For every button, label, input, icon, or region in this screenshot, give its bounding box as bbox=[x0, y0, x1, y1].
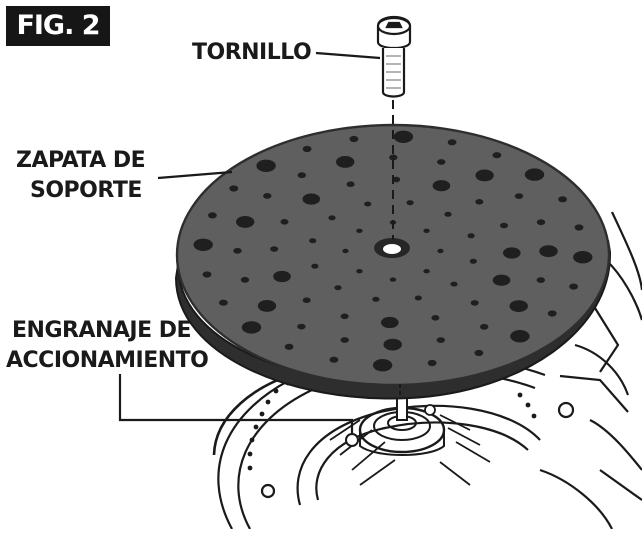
pad-hole bbox=[302, 145, 312, 153]
pad-hole bbox=[389, 154, 398, 161]
pad-hole bbox=[423, 228, 430, 233]
pad-hole bbox=[208, 212, 217, 219]
pad-hole bbox=[236, 216, 255, 228]
pad-hole bbox=[256, 159, 276, 172]
pad-hole bbox=[414, 295, 422, 301]
pad-hole bbox=[392, 176, 401, 183]
pad-hole bbox=[381, 316, 399, 329]
pad-hole bbox=[372, 296, 380, 302]
screw bbox=[376, 15, 412, 98]
pad-hole bbox=[336, 156, 355, 168]
pad-hole bbox=[427, 359, 437, 367]
pad-hole bbox=[470, 300, 479, 306]
pad-hole bbox=[364, 201, 372, 207]
pad-hole bbox=[406, 200, 414, 206]
pad-hole bbox=[219, 299, 228, 306]
backing-pad-label-line2: SOPORTE bbox=[30, 178, 142, 203]
pad-hole bbox=[423, 269, 430, 274]
pad-hole bbox=[389, 277, 397, 282]
pad-hole bbox=[346, 181, 355, 187]
drive-gear-label-line1: ENGRANAJE DE bbox=[12, 318, 192, 343]
pad-hole bbox=[393, 130, 414, 143]
pad-hole bbox=[284, 343, 294, 350]
drive-gear bbox=[345, 395, 446, 456]
pad-leader-line bbox=[157, 170, 233, 180]
pad-hole bbox=[356, 228, 363, 233]
pad-hole bbox=[240, 276, 250, 283]
sander-base bbox=[212, 354, 575, 530]
pad-hole bbox=[334, 285, 342, 291]
figure-label-badge bbox=[6, 6, 110, 46]
pad-hole bbox=[492, 152, 502, 159]
sander-body-edge bbox=[539, 211, 642, 530]
pad-hole bbox=[342, 248, 349, 254]
pad-hole bbox=[475, 199, 484, 205]
pad-hole bbox=[329, 356, 339, 363]
pad-hole bbox=[450, 281, 458, 287]
gear-leader-line bbox=[118, 374, 354, 434]
pad-hole bbox=[302, 297, 311, 304]
pad-hole bbox=[241, 321, 262, 334]
screw-leader-line bbox=[315, 51, 381, 60]
pad-hole bbox=[431, 315, 440, 321]
screw-label: TORNILLO bbox=[192, 40, 312, 65]
pad-hole bbox=[475, 169, 494, 182]
leader-lines bbox=[118, 51, 381, 434]
pad-hole bbox=[500, 222, 508, 229]
pad-hole bbox=[233, 247, 242, 254]
pad-hole bbox=[509, 300, 528, 312]
pad-hole bbox=[280, 219, 289, 225]
pad-hole bbox=[383, 338, 402, 351]
pad-hole bbox=[193, 238, 213, 251]
pad-hole bbox=[539, 245, 558, 258]
pad-hole bbox=[469, 258, 477, 264]
pad-hole bbox=[356, 269, 363, 274]
pad-hole bbox=[263, 193, 272, 199]
pad-hole bbox=[524, 168, 545, 181]
alignment-line bbox=[392, 100, 401, 396]
pad-hole bbox=[573, 251, 593, 264]
pad-hole bbox=[467, 233, 475, 239]
pad-hole bbox=[547, 310, 557, 317]
pad-hole bbox=[328, 215, 336, 221]
pad-hole bbox=[229, 185, 239, 192]
pad-hole bbox=[436, 337, 445, 343]
pad-hole bbox=[492, 274, 511, 286]
pad-hole bbox=[257, 300, 277, 312]
pad-hole bbox=[311, 263, 319, 269]
pad-hole bbox=[372, 359, 393, 372]
pad-hole bbox=[302, 193, 321, 205]
pad-hole bbox=[480, 323, 489, 330]
pad-hole bbox=[536, 277, 545, 283]
pad-hole bbox=[309, 238, 317, 244]
pad-hole bbox=[297, 172, 306, 179]
pad-hole bbox=[569, 283, 578, 290]
pad-hole bbox=[270, 246, 279, 252]
pad-hole bbox=[432, 180, 451, 192]
pad-hole bbox=[447, 139, 457, 146]
backing-pad-label-line1: ZAPATA DE bbox=[16, 148, 146, 173]
pad-dust-holes bbox=[193, 130, 593, 372]
pad-hole bbox=[273, 270, 291, 283]
pad-hole bbox=[349, 135, 359, 143]
pad-hole bbox=[437, 248, 444, 254]
pad-hole bbox=[444, 211, 452, 217]
drive-gear-label-line2: ACCIONAMIENTO bbox=[6, 348, 209, 373]
pad-hole bbox=[297, 323, 306, 330]
pad-hole bbox=[437, 159, 446, 165]
pad-hole bbox=[340, 313, 349, 320]
pad-hole bbox=[574, 224, 584, 231]
backing-pad bbox=[174, 123, 612, 400]
pad-hole bbox=[474, 349, 484, 357]
pad-hole bbox=[340, 337, 349, 343]
pad-hole bbox=[536, 219, 546, 226]
pad-hole bbox=[503, 247, 521, 259]
figure-label: FIG. 2 bbox=[16, 10, 100, 41]
pad-hole bbox=[202, 271, 212, 278]
pad-hole bbox=[558, 196, 567, 203]
pad-hole bbox=[514, 193, 524, 200]
pad-hole bbox=[510, 330, 530, 343]
